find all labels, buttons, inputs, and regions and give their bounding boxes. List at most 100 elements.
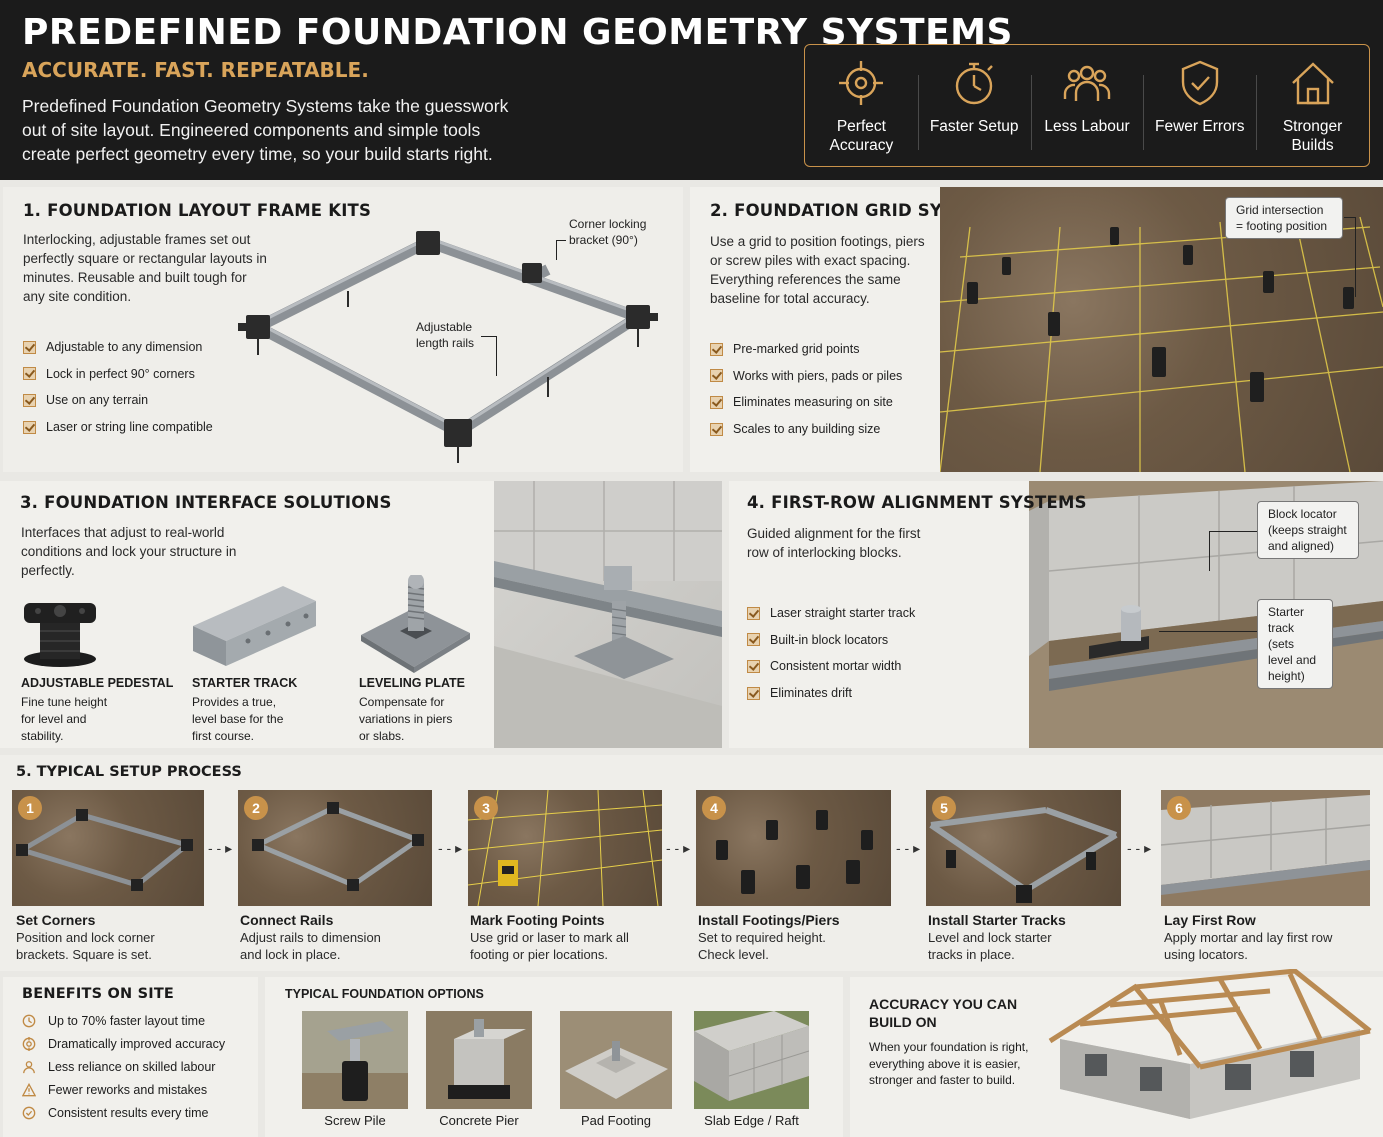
checklist-item: Use on any terrain xyxy=(23,387,213,414)
step-illustration xyxy=(252,802,424,891)
section-text: Guided alignment for the first row of in… xyxy=(747,526,921,560)
section-title: 3. FOUNDATION INTERFACE SOLUTIONS xyxy=(20,493,392,512)
step-install-starter-tracks: 5 Install Starter Tracks Level and lock … xyxy=(926,790,1121,963)
step-number-badge: 2 xyxy=(244,796,268,820)
step-desc: Level and lock starter tracks in place. xyxy=(928,930,1052,962)
person-icon xyxy=(23,1060,35,1073)
frame-kit-illustration xyxy=(238,231,658,463)
checklist-item: Works with piers, pads or piles xyxy=(710,363,902,390)
item-title: ADJUSTABLE PEDESTAL xyxy=(21,676,174,690)
checkbox-icon xyxy=(747,633,760,647)
item-desc: Provides a true, level base for the firs… xyxy=(192,695,284,743)
feature-checklist: Pre-marked grid points Works with piers,… xyxy=(710,336,902,442)
step-title: Lay First Row xyxy=(1164,912,1256,928)
section-title: TYPICAL FOUNDATION OPTIONS xyxy=(285,987,484,1001)
item-desc: Compensate for variations in piers or sl… xyxy=(359,695,453,743)
starter-track-image xyxy=(193,586,316,666)
feature-labour: Less Labour xyxy=(1030,45,1144,166)
step-desc: Position and lock corner brackets. Squar… xyxy=(16,930,155,962)
option-label: Pad Footing xyxy=(580,1113,652,1128)
arrow-icon: - - ▸ xyxy=(438,840,463,856)
callout-line xyxy=(1159,631,1257,632)
step-image: 4 xyxy=(696,790,891,906)
step-illustration xyxy=(716,810,873,894)
step-mark-footing-points: 3 Mark Footing Points Use grid or laser … xyxy=(468,790,662,963)
clock-icon xyxy=(22,1014,36,1027)
step-lay-first-row: 6 Lay First Row Apply mortar and lay fir… xyxy=(1161,790,1370,963)
checklist-item: Scales to any building size xyxy=(710,416,902,443)
feature-strip: Perfect Accuracy Faster Setup Less Labou… xyxy=(804,44,1370,167)
callout-block-locator: Block locator (keeps straight and aligne… xyxy=(1257,501,1359,559)
interface-item-track: STARTER TRACK Provides a true, level bas… xyxy=(192,676,352,745)
benefit-item: Fewer reworks and mistakes xyxy=(22,1078,225,1101)
step-image: 6 xyxy=(1161,790,1370,906)
callout-corner-bracket: Corner locking bracket (90°) xyxy=(569,217,647,247)
interface-item-plate: LEVELING PLATE Compensate for variations… xyxy=(359,676,489,745)
header: PREDEFINED FOUNDATION GEOMETRY SYSTEMS A… xyxy=(0,0,1383,180)
option-pad-footing: Pad Footing xyxy=(560,1011,672,1128)
step-image: 1 xyxy=(12,790,204,906)
option-screw-pile: Screw Pile xyxy=(302,1011,408,1128)
feature-builds: Stronger Builds xyxy=(1256,45,1369,166)
stopwatch-icon xyxy=(955,62,994,105)
section-text: When your foundation is right, everythin… xyxy=(869,1040,1029,1087)
section-title: 1. FOUNDATION LAYOUT FRAME KITS xyxy=(23,201,372,220)
checkbox-icon xyxy=(23,367,36,381)
pad-footing-illustration xyxy=(565,1041,668,1099)
section-setup-process xyxy=(0,755,1383,971)
section-title: ACCURACY YOU CAN BUILD ON xyxy=(869,996,1018,1030)
intro-text: Predefined Foundation Geometry Systems t… xyxy=(22,96,509,164)
checklist-item: Pre-marked grid points xyxy=(710,336,902,363)
checklist-item: Consistent mortar width xyxy=(747,653,915,680)
section-title: 4. FIRST-ROW ALIGNMENT SYSTEMS xyxy=(747,493,1087,512)
checkbox-icon xyxy=(747,606,760,620)
feature-checklist: Adjustable to any dimension Lock in perf… xyxy=(23,334,213,440)
benefit-item: Dramatically improved accuracy xyxy=(22,1032,225,1055)
arrow-icon: - - ▸ xyxy=(666,840,691,856)
step-set-corners: 1 Set Corners Position and lock corner b… xyxy=(12,790,204,963)
option-label: Slab Edge / Raft xyxy=(704,1113,799,1128)
callout-grid-intersection: Grid intersection = footing position xyxy=(1225,197,1343,239)
callout-starter-track: Starter track (sets level and height) xyxy=(1257,599,1333,689)
feature-label: Faster Setup xyxy=(929,118,1019,135)
checkbox-icon xyxy=(23,393,36,407)
step-number-badge: 1 xyxy=(18,796,42,820)
shield-check-icon xyxy=(1181,60,1218,106)
check-circle-icon xyxy=(22,1106,36,1119)
house-icon xyxy=(1291,62,1334,105)
block-wall-illustration xyxy=(494,481,722,748)
feature-checklist: Laser straight starter track Built-in bl… xyxy=(747,600,915,706)
crosshair-icon xyxy=(839,61,884,105)
callout-line xyxy=(481,336,497,376)
option-image xyxy=(302,1011,408,1109)
step-number-badge: 6 xyxy=(1167,796,1191,820)
adjustable-pedestal-image xyxy=(24,603,96,667)
callout-line xyxy=(1344,217,1356,297)
step-illustration xyxy=(468,790,662,906)
option-slab-edge: Slab Edge / Raft xyxy=(694,1011,809,1128)
checklist-item: Eliminates drift xyxy=(747,680,915,707)
step-number-badge: 4 xyxy=(702,796,726,820)
checkbox-icon xyxy=(23,340,36,354)
step-image: 2 xyxy=(238,790,432,906)
item-title: STARTER TRACK xyxy=(192,676,298,690)
item-title: LEVELING PLATE xyxy=(359,676,466,690)
section-interface-solutions: 3. FOUNDATION INTERFACE SOLUTIONS Interf… xyxy=(0,481,722,748)
grid-lines-illustration xyxy=(939,216,1383,472)
step-desc: Apply mortar and lay first row using loc… xyxy=(1164,930,1333,962)
section-title: 2. FOUNDATION GRID SYSTEM xyxy=(710,201,994,220)
section-accuracy: ACCURACY YOU CAN BUILD ON When your foun… xyxy=(850,969,1383,1137)
checkbox-icon xyxy=(710,342,723,356)
section-title: BENEFITS ON SITE xyxy=(22,986,175,1002)
section-text: Interfaces that adjust to real-world con… xyxy=(21,525,237,578)
leveling-plate-image xyxy=(361,575,470,673)
step-title: Install Starter Tracks xyxy=(928,912,1066,928)
callout-line xyxy=(1209,531,1257,571)
step-desc: Use grid or laser to mark all footing or… xyxy=(470,930,629,962)
checkbox-icon xyxy=(747,659,760,673)
option-label: Concrete Pier xyxy=(439,1113,519,1128)
arrow-icon: - - ▸ xyxy=(896,840,921,856)
interface-detail-photo xyxy=(494,481,722,748)
benefit-item: Up to 70% faster layout time xyxy=(22,1009,225,1032)
step-desc: Set to required height. Check level. xyxy=(698,930,826,962)
